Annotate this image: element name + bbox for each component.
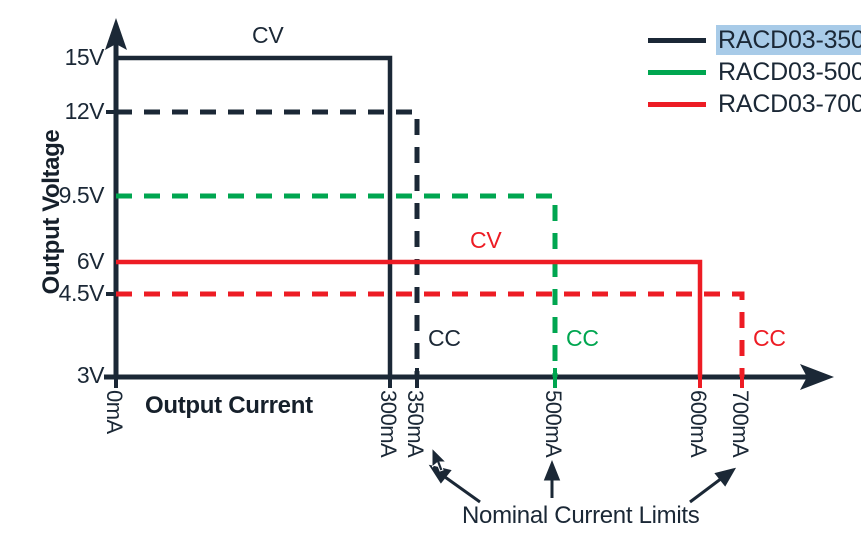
y-axis (105, 18, 127, 377)
x-tick-label-500ma: 500mA (541, 390, 566, 458)
legend-item-racd03-500[interactable]: RACD03-500 (648, 56, 861, 88)
x-tick-label-350ma: 350mA (403, 390, 428, 458)
annotation-cc-red: CC (753, 325, 786, 351)
caption-arrows (428, 459, 737, 504)
y-tick-labels: 15V 12V 9.5V 6V 4.5V 3V (0, 0, 105, 538)
legend-item-racd03-350[interactable]: RACD03-350 (648, 24, 861, 56)
legend-swatch-icon-racd03-350 (648, 37, 706, 43)
caption-nominal-current-limits: Nominal Current Limits (462, 502, 700, 529)
series-racd03-500-9v5 (116, 193, 558, 377)
legend-label-racd03-350: RACD03-350 (716, 25, 861, 55)
x-axis (104, 364, 834, 390)
annotation-cv-black: CV (252, 22, 284, 48)
series-racd03-350-12v (116, 109, 420, 377)
legend-swatch-icon-racd03-500 (648, 69, 706, 75)
y-tick-label-9v5: 9.5V (58, 182, 105, 208)
x-tick-label-300ma: 300mA (376, 390, 401, 458)
y-axis-title: Output Voltage (38, 129, 65, 295)
y-tick-label-3v: 3V (76, 362, 105, 388)
x-axis-title: Output Current (145, 392, 313, 419)
series-racd03-700-4v5 (116, 291, 745, 377)
y-tick-label-6v: 6V (76, 248, 105, 274)
legend-swatch-icon-racd03-700 (648, 101, 706, 107)
legend: RACD03-350 RACD03-500 RACD03-700 (648, 24, 861, 120)
annotation-cv-red: CV (470, 227, 502, 253)
x-tick-label-600ma: 600mA (686, 390, 711, 458)
series-racd03-350-15v (116, 55, 393, 377)
y-tick-label-4v5: 4.5V (58, 280, 105, 306)
annotation-cc-green: CC (566, 325, 599, 351)
legend-label-racd03-700: RACD03-700 (718, 90, 861, 118)
x-tick-label-0ma: 0mA (102, 390, 127, 434)
legend-item-racd03-700[interactable]: RACD03-700 (648, 88, 861, 120)
y-tick-label-12v: 12V (64, 98, 105, 124)
x-tick-label-700ma: 700mA (728, 390, 753, 458)
series-racd03-700-6v (116, 259, 703, 377)
legend-label-racd03-500: RACD03-500 (718, 58, 861, 86)
y-tick-label-15v: 15V (64, 44, 105, 70)
annotation-cc-black: CC (428, 325, 461, 351)
